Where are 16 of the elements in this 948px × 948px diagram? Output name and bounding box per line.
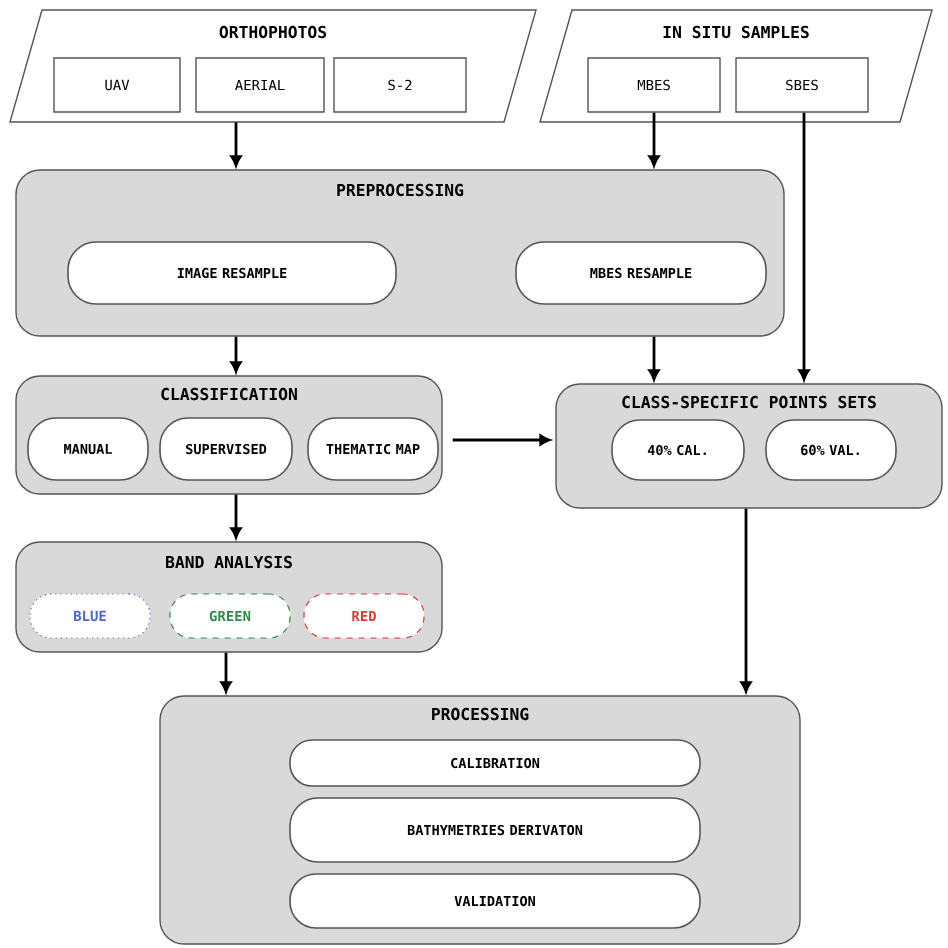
arrow [230,336,242,373]
arrow [452,434,551,446]
arrow [648,112,660,167]
group-heading: PROCESSING [432,707,529,721]
group-heading: PREPROCESSING [337,183,464,197]
group-heading: CLASS-SPECIFIC POINTS SETS [622,395,876,409]
arrow [230,122,242,167]
arrow [740,508,752,693]
arrow [220,652,232,693]
group-heading: BAND ANALYSIS [166,555,292,569]
group-heading: ORTHOPHOTOS [219,25,327,39]
group-heading: CLASSIFICATION [161,387,297,401]
arrow [230,494,242,539]
group-heading: IN SITU SAMPLES [663,25,809,39]
arrow [798,112,810,381]
arrow [648,336,660,381]
